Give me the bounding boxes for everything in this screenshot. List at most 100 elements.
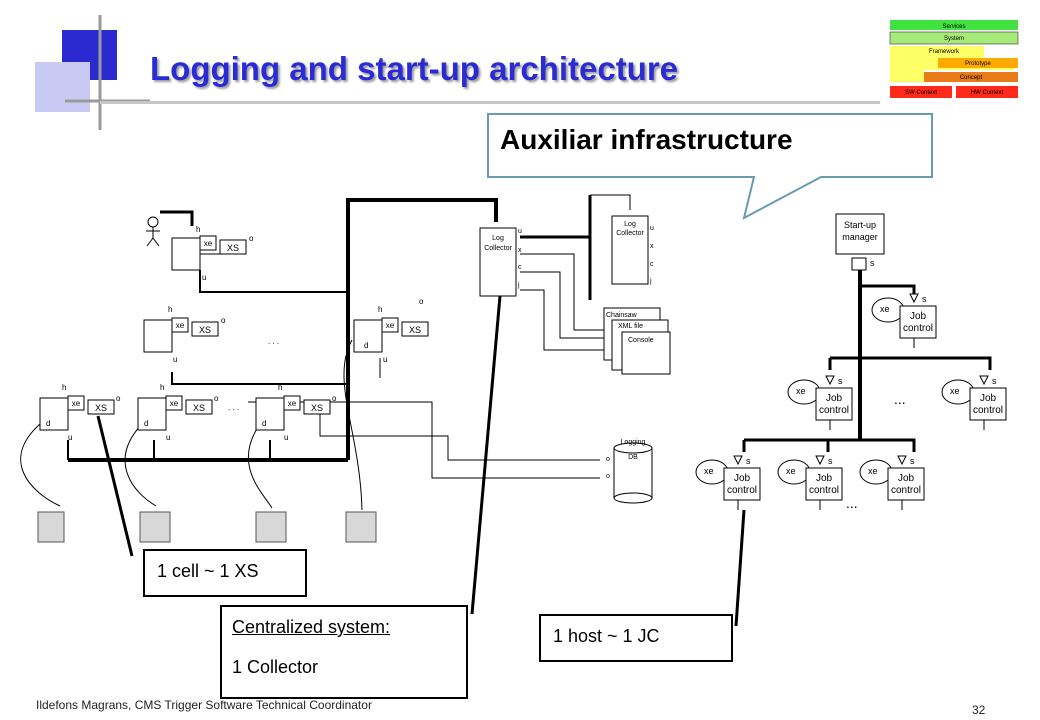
port-o: o — [116, 394, 121, 403]
job-control-group: xeJobcontrolsxeJobcontrolsxeJobcontrolsx… — [695, 293, 1007, 510]
tree-branch-top — [860, 284, 916, 296]
port-x: x — [518, 247, 522, 254]
layer-concept — [924, 72, 1018, 82]
xe-label: xe — [796, 386, 806, 396]
xs-cell-bottom-3: xe XS h o d u — [255, 383, 337, 442]
xe-label: xe — [170, 399, 179, 408]
logging-db: Logging DB o o — [606, 439, 653, 504]
job-control-label: Job — [910, 311, 927, 322]
job-control-label: Job — [734, 473, 751, 484]
xe-label: xe — [176, 321, 185, 330]
port-h: h — [278, 383, 282, 392]
port-u: u — [518, 228, 522, 235]
host-computers — [37, 511, 377, 543]
job-control-label: control — [973, 405, 1003, 416]
job-control-label: Job — [826, 393, 843, 404]
xs-label: XS — [95, 403, 107, 413]
port-triangle-icon — [897, 455, 907, 466]
leader-cell — [96, 415, 134, 557]
port-h: h — [378, 305, 382, 314]
xe-label: xe — [786, 466, 796, 476]
title-underline — [100, 101, 880, 104]
port-s: s — [910, 456, 915, 466]
loop-3 — [247, 423, 273, 509]
port-d: d — [144, 419, 148, 428]
host-note: 1 host ~ 1 JC — [553, 626, 660, 646]
logging-db-label-1: Logging — [621, 439, 646, 446]
cell-note-box: 1 cell ~ 1 XS — [143, 549, 307, 597]
layer-services — [890, 20, 1018, 30]
log-collector2-label-2: Collector — [616, 230, 644, 237]
chainsaw-stack: Chainsaw XML file Console — [603, 307, 671, 375]
port-j: j — [517, 282, 520, 289]
port-s: s — [870, 258, 875, 268]
port-triangle-icon — [909, 293, 919, 304]
loop-2 — [124, 423, 157, 507]
port-c: c — [650, 261, 654, 268]
lavender-square — [35, 62, 90, 112]
bus-top — [199, 270, 348, 293]
port-o: o — [419, 297, 424, 306]
slide-title: Logging and start-up architecture — [150, 50, 679, 87]
layer-prototype — [938, 58, 1018, 68]
centralized-note-box: Centralized system: 1 Collector — [220, 605, 468, 699]
port-s: s — [828, 456, 833, 466]
layer-services-label: Services — [942, 24, 965, 30]
job-control-label: control — [727, 485, 757, 496]
console-label: Console — [628, 337, 654, 344]
port-d: d — [262, 419, 266, 428]
layer-framework-label: Framework — [929, 49, 960, 55]
host-computer-icon — [139, 511, 171, 543]
xe-label: xe — [204, 239, 213, 248]
port-o: o — [249, 234, 254, 243]
dots-bottom: ... — [846, 495, 858, 511]
port-u: u — [383, 355, 387, 364]
xs-cell-top: xe XS h o u — [146, 210, 254, 282]
leader-central — [470, 295, 502, 615]
port-c: c — [518, 264, 522, 271]
host-computer-icon — [37, 511, 65, 543]
startup-manager: Start-up manager s — [835, 213, 885, 271]
layer-system — [889, 31, 1019, 45]
xe-label: xe — [950, 386, 960, 396]
xml-file-label: XML file — [618, 323, 643, 330]
port-s: s — [746, 456, 751, 466]
lc-out-j — [520, 289, 620, 351]
xs-cell-mid-left: xe XS h o u — [143, 305, 226, 364]
log-collector-label-2: Collector — [484, 245, 512, 252]
port-s: s — [992, 376, 997, 386]
log-collector-main: Log Collector u x c j — [479, 227, 522, 297]
xs-cell-bottom-2: xe XS h o d u — [137, 383, 219, 442]
startup-manager-label-1: Start-up — [844, 220, 876, 230]
port-u: u — [68, 433, 72, 442]
port-triangle-icon — [733, 455, 743, 466]
job-control-label: control — [819, 405, 849, 416]
callout-text: Auxiliar infrastructure — [500, 124, 793, 155]
layer-concept-label: Concept — [960, 75, 983, 81]
ellipsis-mid: . . . — [268, 337, 279, 346]
leader-host — [734, 509, 746, 627]
log-collector-secondary: Log Collector u x c j — [611, 215, 654, 285]
loop-4 — [343, 339, 363, 511]
layer-sw-context — [890, 86, 952, 98]
bus-mid — [171, 372, 348, 385]
log-collector-label-1: Log — [492, 235, 504, 242]
xs-cell-mid-right: xe XS h o d u — [353, 297, 429, 364]
xe-label: xe — [386, 321, 395, 330]
db-line-c — [319, 400, 600, 461]
port-o: o — [214, 394, 219, 403]
corner-decoration — [35, 15, 150, 130]
xs-label: XS — [311, 403, 323, 413]
job-control-label: control — [891, 485, 921, 496]
layer-system-label: System — [944, 36, 964, 42]
xe-label: xe — [288, 399, 297, 408]
port-triangle-icon — [815, 455, 825, 466]
port-x: x — [650, 243, 654, 250]
port-h: h — [196, 225, 200, 234]
chainsaw-label: Chainsaw — [606, 312, 638, 319]
layer-sw-context-label: SW Context — [905, 90, 937, 96]
job-control-label: control — [809, 485, 839, 496]
